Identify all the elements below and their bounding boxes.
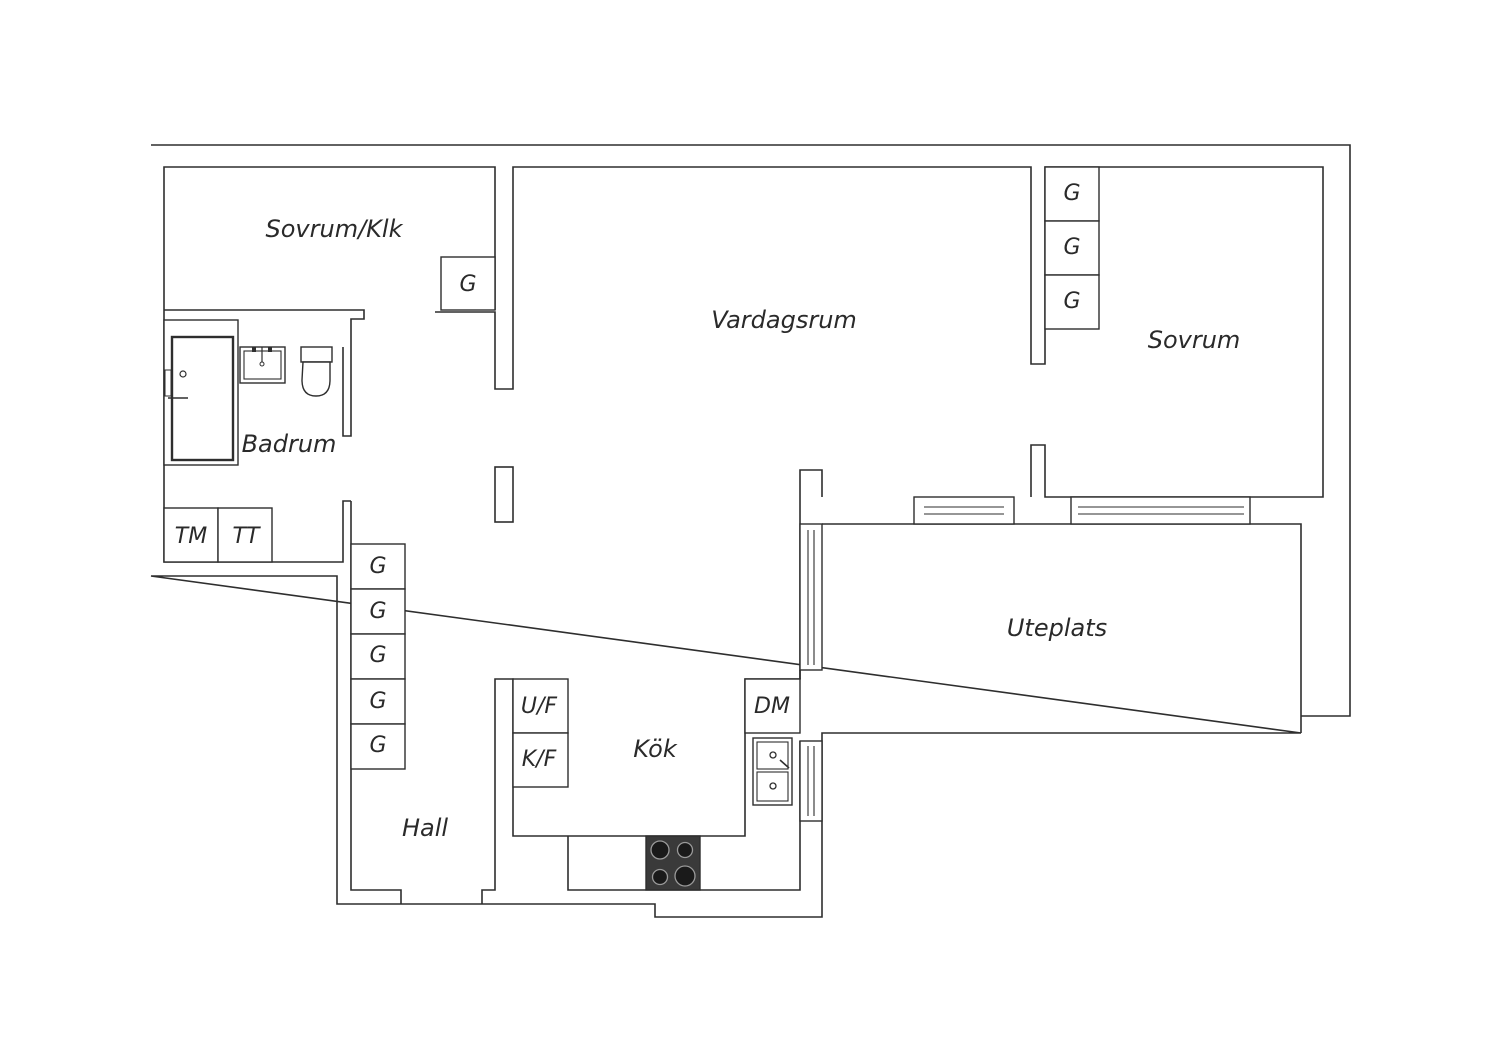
walls <box>150 144 1351 918</box>
closet-hall-5 <box>350 723 406 770</box>
window-sovrum-1 <box>913 496 1015 525</box>
kitchen-fixtures <box>645 737 793 891</box>
pillar <box>494 466 514 523</box>
fridge-box <box>512 732 569 788</box>
bathroom-fixtures <box>163 319 333 466</box>
closet-hall-3 <box>350 633 406 680</box>
closet-hall-1 <box>350 543 406 590</box>
room-labels: Sovrum/Klk Vardagsrum Sovrum Badrum Utep… <box>242 215 1241 842</box>
freezer-box <box>512 678 569 734</box>
fridge-freezer-label: K/F <box>522 747 557 772</box>
stove-icon <box>645 835 701 891</box>
badrum-wall <box>163 310 351 563</box>
freezer-label: U/F <box>521 694 558 719</box>
fixture-labels: G G G G G G G G G TM TT U/F K/F DM <box>175 181 1081 772</box>
tvattmaskin-box <box>163 507 219 563</box>
closet-hall-4 <box>350 678 406 725</box>
closet-group <box>163 166 1100 788</box>
closet-label: G <box>369 643 386 668</box>
closet-sovrum-1 <box>1044 166 1100 222</box>
closet-label: G <box>369 599 386 624</box>
dishwasher-box <box>744 678 801 734</box>
torktumlare-label: TT <box>233 524 261 549</box>
room-label-sovrum-klk: Sovrum/Klk <box>266 215 404 243</box>
closet-label: G <box>369 733 386 758</box>
sovrum-klk-wall <box>163 166 496 437</box>
closet-sovrum-klk <box>440 256 496 311</box>
window-kok-2 <box>799 740 823 822</box>
room-label-uteplats: Uteplats <box>1007 614 1107 642</box>
toilet-icon <box>300 346 333 397</box>
partition-stub <box>435 166 1324 498</box>
dishwasher-label: DM <box>754 694 790 719</box>
closet-sovrum-2 <box>1044 220 1100 276</box>
tvattmaskin-label: TM <box>175 524 207 549</box>
windows <box>799 496 1251 822</box>
closet-sovrum-3 <box>1044 274 1100 330</box>
closet-hall-2 <box>350 588 406 635</box>
closet-label: G <box>1063 235 1080 260</box>
torktumlare-box <box>217 507 273 563</box>
kitchen-sink-icon <box>752 737 793 806</box>
closet-label: G <box>1063 289 1080 314</box>
room-label-vardagsrum: Vardagsrum <box>711 306 857 334</box>
shower-frame <box>163 319 239 466</box>
closet-label: G <box>1063 181 1080 206</box>
room-label-hall: Hall <box>402 814 448 842</box>
window-sovrum-2 <box>1070 496 1251 525</box>
closet-label: G <box>369 689 386 714</box>
room-label-badrum: Badrum <box>242 430 337 458</box>
closet-label: G <box>459 272 476 297</box>
closet-label: G <box>369 554 386 579</box>
room-label-sovrum: Sovrum <box>1148 326 1241 354</box>
outer-wall <box>150 144 1351 918</box>
room-label-kok: Kök <box>633 735 678 763</box>
window-kok-1 <box>799 523 823 671</box>
